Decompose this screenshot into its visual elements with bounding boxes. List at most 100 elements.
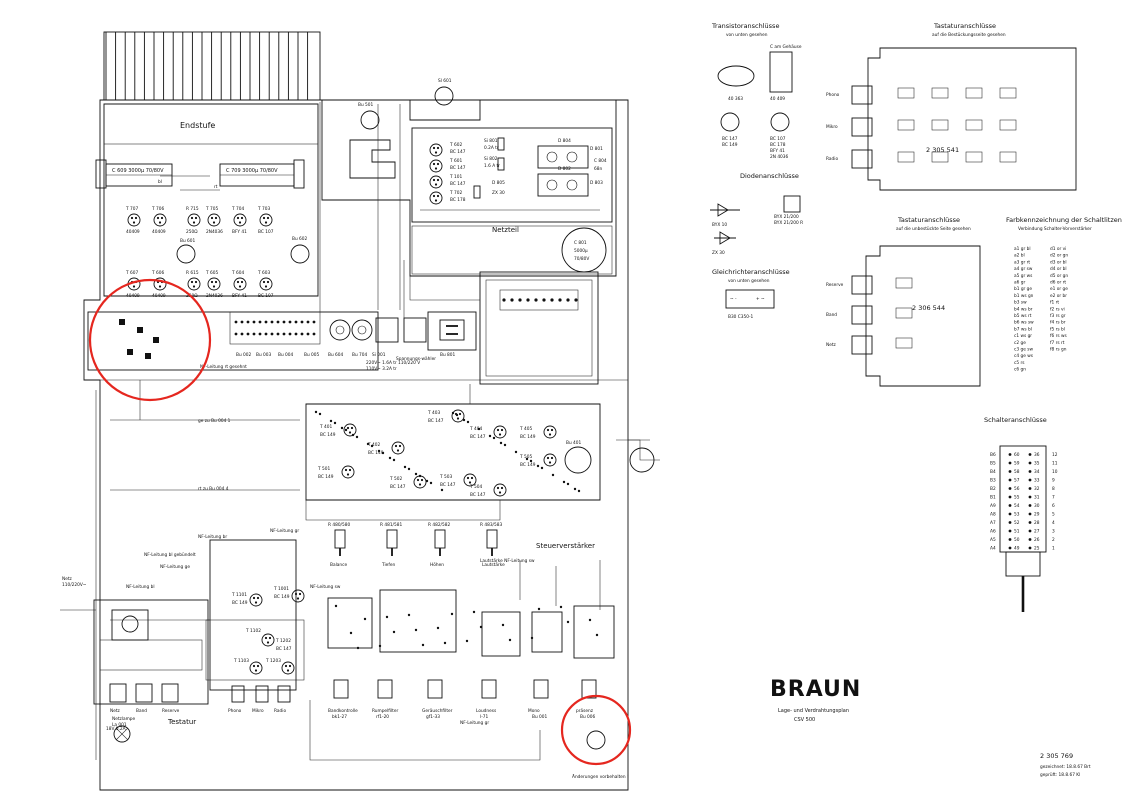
netzteil-part-label: BC 147 — [450, 181, 466, 187]
mains-transformer — [479, 271, 599, 385]
transistor-pin — [420, 478, 424, 482]
connector-pin — [240, 332, 244, 336]
pot-name: Höhen — [430, 562, 444, 568]
socket-bu-501: Bu 501 — [358, 102, 380, 130]
revision-note: Änderungen vorbehalten ! — [572, 773, 629, 780]
transistor-symbol — [429, 191, 443, 205]
transistor-symbol — [463, 473, 477, 487]
transistor-pin — [256, 664, 260, 668]
connector-label: Bu 801 — [440, 352, 456, 358]
connector-pin — [282, 320, 286, 324]
transistor-pin — [346, 473, 350, 476]
netzteil-part-label: Si 802 — [484, 156, 498, 162]
netzteil-part-label: 1.6 A tr — [484, 163, 500, 169]
connector-pin — [300, 332, 304, 336]
transistor-pin — [134, 216, 138, 220]
solder-point — [566, 482, 570, 486]
netzteil-part-label: ZX 30 — [492, 190, 505, 196]
switch-pin — [1008, 512, 1012, 516]
transistor-pin — [350, 426, 354, 430]
contact-group — [895, 307, 913, 319]
switch-button — [427, 679, 443, 699]
transistor-pin — [268, 636, 272, 640]
switch-pin — [1028, 529, 1032, 533]
steuer-transistor-label: BC 147 — [428, 418, 444, 424]
transformer-pin — [566, 298, 570, 302]
drawing-number: 2 305 769 — [1040, 752, 1073, 760]
switch-pin-label: 29 — [1034, 512, 1040, 518]
netzteil-part-label: D 805 — [492, 180, 505, 186]
svg-text:rt: rt — [214, 184, 218, 190]
netzteil-part-label: BC 147 — [450, 165, 466, 171]
transistor-pin — [194, 216, 198, 220]
pot-label: R 480/580 — [328, 522, 350, 528]
transistor-symbol — [281, 661, 295, 675]
solder-point — [407, 613, 411, 617]
transistor-symbol — [341, 465, 355, 479]
transistor-pin — [466, 476, 470, 480]
contact-group — [931, 119, 949, 131]
connector-label: Bu 004 — [278, 352, 294, 358]
connector-pin — [252, 320, 256, 324]
transistor-symbol — [493, 483, 507, 497]
switch-pin-label: 1 — [1052, 546, 1055, 552]
connector-pin — [276, 332, 280, 336]
transistor-pin — [436, 178, 440, 182]
input-key — [277, 685, 291, 703]
solder-point — [349, 631, 353, 635]
netzteil-part-label: BC 178 — [450, 197, 466, 203]
transistor-pin — [130, 216, 134, 220]
switch-pin-label: A9 — [990, 503, 996, 509]
switch-button — [533, 679, 549, 699]
switch-pin-label: 5 — [1052, 512, 1055, 518]
pot-label: R 483/583 — [480, 522, 502, 528]
switch-pin-label: A7 — [990, 520, 996, 526]
svg-text:auf die unbestückte Seite gese: auf die unbestückte Seite gesehen — [896, 226, 971, 232]
switch-pin — [1028, 453, 1032, 456]
switch-sl-401 — [629, 447, 655, 473]
solder-point — [472, 610, 476, 614]
diode-label: ZX 30 — [712, 250, 725, 256]
switch-pin-label: 30 — [1034, 503, 1040, 509]
solder-point — [425, 479, 429, 483]
transistor-symbol — [187, 277, 201, 291]
transformer-pin — [526, 298, 530, 302]
pot-name: Lautstärke — [482, 562, 505, 568]
solder-point — [355, 435, 359, 439]
switch-pin-label: 50 — [1014, 537, 1020, 543]
terminal-block — [137, 327, 143, 333]
solder-point — [378, 644, 382, 648]
lead-label: NF-Leitung bl — [126, 584, 155, 590]
transistor-pin — [212, 285, 216, 288]
netzteil-part-label: D 804 — [558, 138, 571, 144]
transistor-symbol — [429, 143, 443, 157]
transistor-pin — [240, 280, 244, 284]
switch-name: Mono — [528, 708, 540, 714]
svg-text:Sl 601: Sl 601 — [438, 78, 452, 84]
steuer-transistor-label: BC 147 — [470, 434, 486, 440]
solder-point — [388, 456, 392, 460]
tastatur2-row-label: Reserve — [826, 282, 844, 288]
tastatur2-coil — [851, 335, 873, 355]
socket-bu-401: Bu 401 — [564, 440, 592, 474]
transistor-pin — [210, 216, 214, 220]
module-label: T 1001 — [273, 586, 289, 592]
solder-point — [356, 646, 360, 650]
transformer-pin — [574, 298, 578, 302]
transistor-pin — [396, 449, 400, 452]
solder-point — [573, 487, 577, 491]
pot-label: R 481/581 — [380, 522, 402, 528]
netzteil-part-label: 68n — [594, 166, 602, 172]
contact-group — [895, 337, 913, 349]
transistor-pin — [496, 428, 500, 432]
transistor-pinout-label: BC 149 — [722, 142, 738, 148]
switch-code: Bu 001 — [532, 714, 548, 720]
pinout-bc107 — [770, 112, 790, 132]
transistor-pinout-label: C am Gehäuse — [770, 44, 802, 50]
switch-pin-label: 28 — [1034, 520, 1040, 526]
switch-pin-label: 2 — [1052, 537, 1055, 543]
connector-pin — [258, 320, 262, 324]
steuer-transistor-label: BC 149 — [520, 434, 536, 440]
connector-pin — [276, 320, 280, 324]
highlight-circle-bottom — [560, 694, 632, 766]
